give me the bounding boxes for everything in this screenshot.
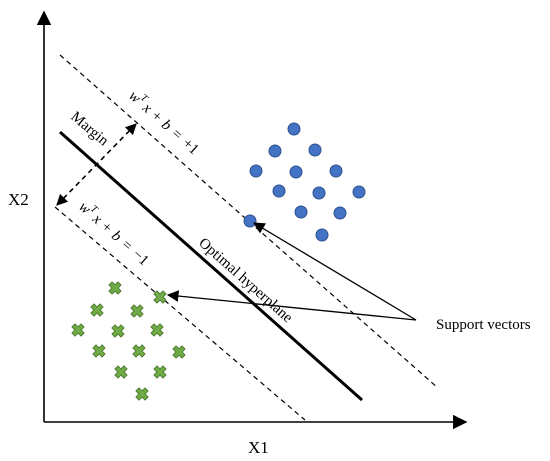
green-class-points	[71, 281, 186, 401]
blue-point	[268, 144, 282, 158]
support-vector-arrow-blue	[252, 222, 417, 321]
green-point	[92, 344, 106, 358]
blue-point	[289, 165, 303, 179]
green-support-vector-point	[153, 290, 167, 304]
blue-point	[294, 205, 308, 219]
green-point	[153, 365, 167, 379]
green-point	[90, 303, 104, 317]
margin-arrow	[56, 123, 137, 206]
green-point	[71, 323, 85, 337]
green-point	[114, 365, 128, 379]
blue-point	[272, 184, 286, 198]
green-point	[132, 344, 146, 358]
blue-point	[249, 164, 263, 178]
green-point	[172, 345, 186, 359]
blue-point	[329, 164, 343, 178]
upper-margin-line	[59, 54, 439, 389]
blue-point	[308, 143, 322, 157]
blue-class-points	[243, 122, 366, 242]
green-point	[111, 324, 125, 338]
optimal-hyperplane-label: Optimal hyperplane	[195, 235, 295, 326]
x-axis-label: X1	[248, 438, 269, 457]
optimal-hyperplane-line	[59, 130, 363, 402]
lower-margin-equation: wTx+b=−1	[75, 197, 153, 269]
green-point	[150, 323, 164, 337]
green-point	[108, 281, 122, 295]
support-vectors-label: Support vectors	[436, 317, 531, 333]
blue-point	[315, 228, 329, 242]
support-vector-arrow-green	[166, 290, 417, 321]
green-point	[130, 304, 144, 318]
blue-point	[352, 185, 366, 199]
blue-support-vector-point	[243, 214, 257, 228]
green-point	[135, 387, 149, 401]
blue-point	[287, 122, 301, 136]
blue-point	[333, 206, 347, 220]
blue-point	[312, 186, 326, 200]
lower-margin-line	[54, 206, 306, 421]
y-axis-label: X2	[8, 190, 29, 209]
